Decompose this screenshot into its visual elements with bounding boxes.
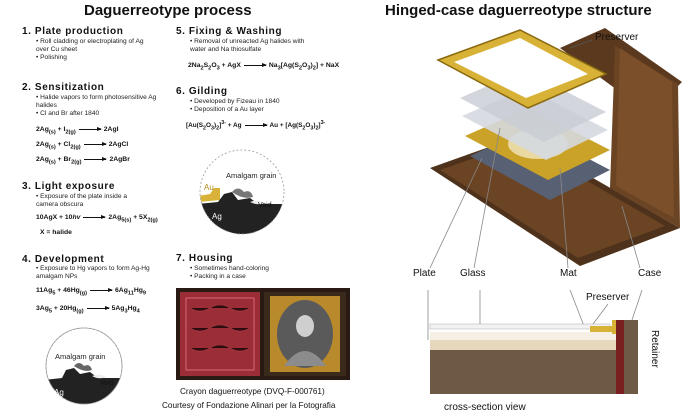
step-3-bullet-1: Exposure of the plate inside a camera ob… [36,193,146,209]
cross-section-diagram [427,290,643,394]
eq-2b: 2Ag(s) + Cl2(g)2AgCl [36,141,129,151]
step-6-bullet-2: Deposition of a Au layer [190,106,310,114]
amalgam-grain-diagram-a [199,149,285,235]
right-title: Hinged-case daguerreotype structure [385,2,652,19]
label-mat: Mat [560,268,577,279]
label-case: Case [638,268,662,279]
label-preserver: Preserver [595,32,639,43]
label-plate: Plate [413,268,436,279]
amalgam-grain-diagram-b [45,327,123,405]
step-5-bullet-1: Removal of unreacted Ag halides with wat… [190,38,315,54]
eq-2c: 2Ag(s) + Br2(g)2AgBr [36,156,130,166]
grain-b-label: Amalgam grain [55,352,106,361]
label-glass: Glass [460,268,486,279]
eq-3-note: X = halide [40,229,72,236]
exploded-view [429,28,682,268]
step-7-bullet-2: Packing in a case [190,273,310,281]
label-retainer: Retainer [649,330,660,368]
step-3-title: 3. Light exposure [22,181,115,192]
step-2-bullet-2: Cl and Br after 1840 [36,110,161,118]
step-6-bullets: Developed by Fizeau in 1840 Deposition o… [190,98,310,114]
step-6-bullet-1: Developed by Fizeau in 1840 [190,98,310,106]
case-photo [176,288,350,380]
step-4-title: 4. Development [22,254,105,265]
grain-a-label: Amalgam grain [226,171,277,180]
left-title: Daguerreotype process [84,2,252,19]
step-2-title: 2. Sensitization [22,82,105,93]
label-preserver-2: Preserver [586,292,630,303]
grain-a-void: Void [258,202,272,209]
step-6-title: 6. Gilding [176,86,228,97]
step-7-bullets: Sometimes hand-coloring Packing in a cas… [190,265,310,281]
step-1-bullet-2: Polishing [36,54,156,62]
step-7-bullet-1: Sometimes hand-coloring [190,265,310,273]
grain-b-void: Void [100,380,114,387]
step-1-bullet-1: Roll cladding or electroplating of Ag ov… [36,38,156,54]
eq-4a: 11Ag5 + 46Hg(g)6Ag11Hg9 [36,287,147,297]
step-1-title: 1. Plate production [22,26,124,37]
grain-a-ag: Ag [212,212,222,221]
grain-b-ag: Ag [54,388,64,397]
step-2-bullets: Halide vapors to form photosensitive Ag … [36,94,161,119]
label-cross-section: cross-section view [444,402,526,413]
step-5-bullets: Removal of unreacted Ag halides with wat… [190,38,315,54]
step-2-bullet-1: Halide vapors to form photosensitive Ag … [36,94,161,110]
step-4-bullets: Exposure to Hg vapors to form Ag-Hg amal… [36,265,156,281]
step-5-title: 5. Fixing & Washing [176,26,283,37]
step-4-bullet-1: Exposure to Hg vapors to form Ag-Hg amal… [36,265,156,281]
eq-4b: 3Ag5 + 20Hg(g)5Ag3Hg4 [36,305,140,315]
step-7-title: 7. Housing [176,253,234,264]
grain-a-au: Au [204,183,214,192]
photo-caption: Crayon daguerreotype (DVQ-F-000761) [180,387,325,396]
step-1-bullets: Roll cladding or electroplating of Ag ov… [36,38,156,63]
photo-credit: Courtesy of Fondazione Alinari per la Fo… [162,401,336,410]
eq-2a: 2Ag(s) + I2(g)2AgI [36,126,119,136]
step-3-bullets: Exposure of the plate inside a camera ob… [36,193,146,209]
